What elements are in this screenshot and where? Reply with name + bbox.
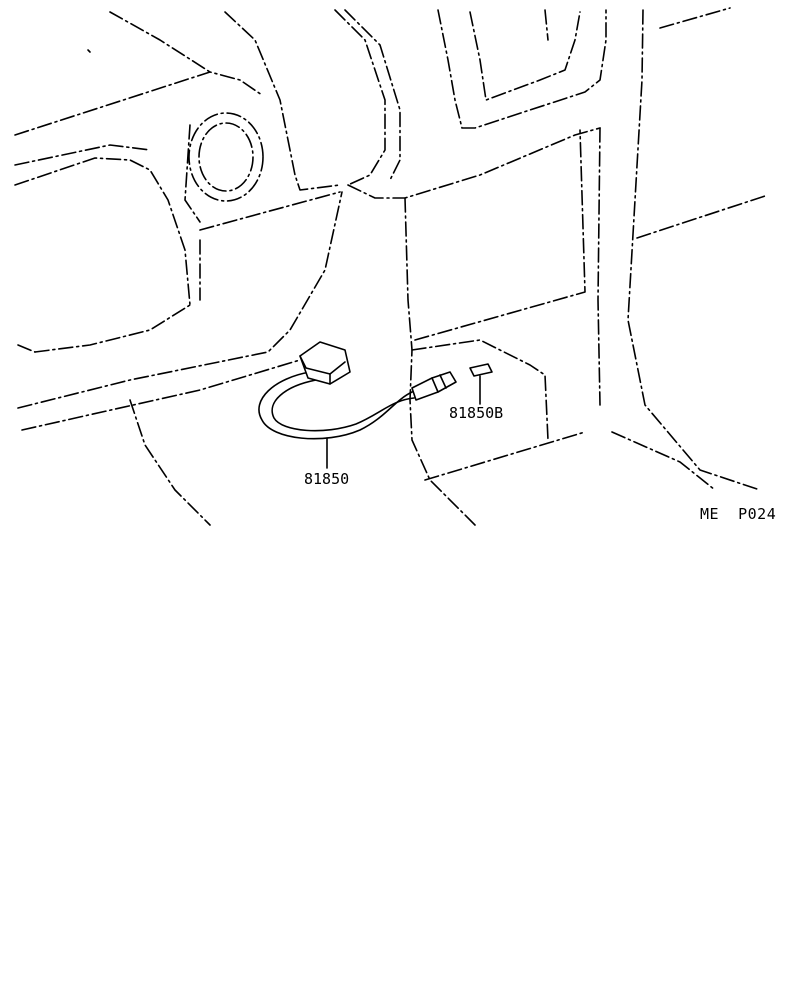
part-number-81850: 81850 [304, 470, 349, 488]
leader-lines [326, 375, 481, 469]
part-number-81850b: 81850B [449, 404, 503, 422]
lamp-assembly [258, 341, 493, 440]
figure-code: ME P024 [700, 505, 776, 523]
dashboard-outline [14, 7, 766, 526]
round-vent [184, 112, 264, 223]
